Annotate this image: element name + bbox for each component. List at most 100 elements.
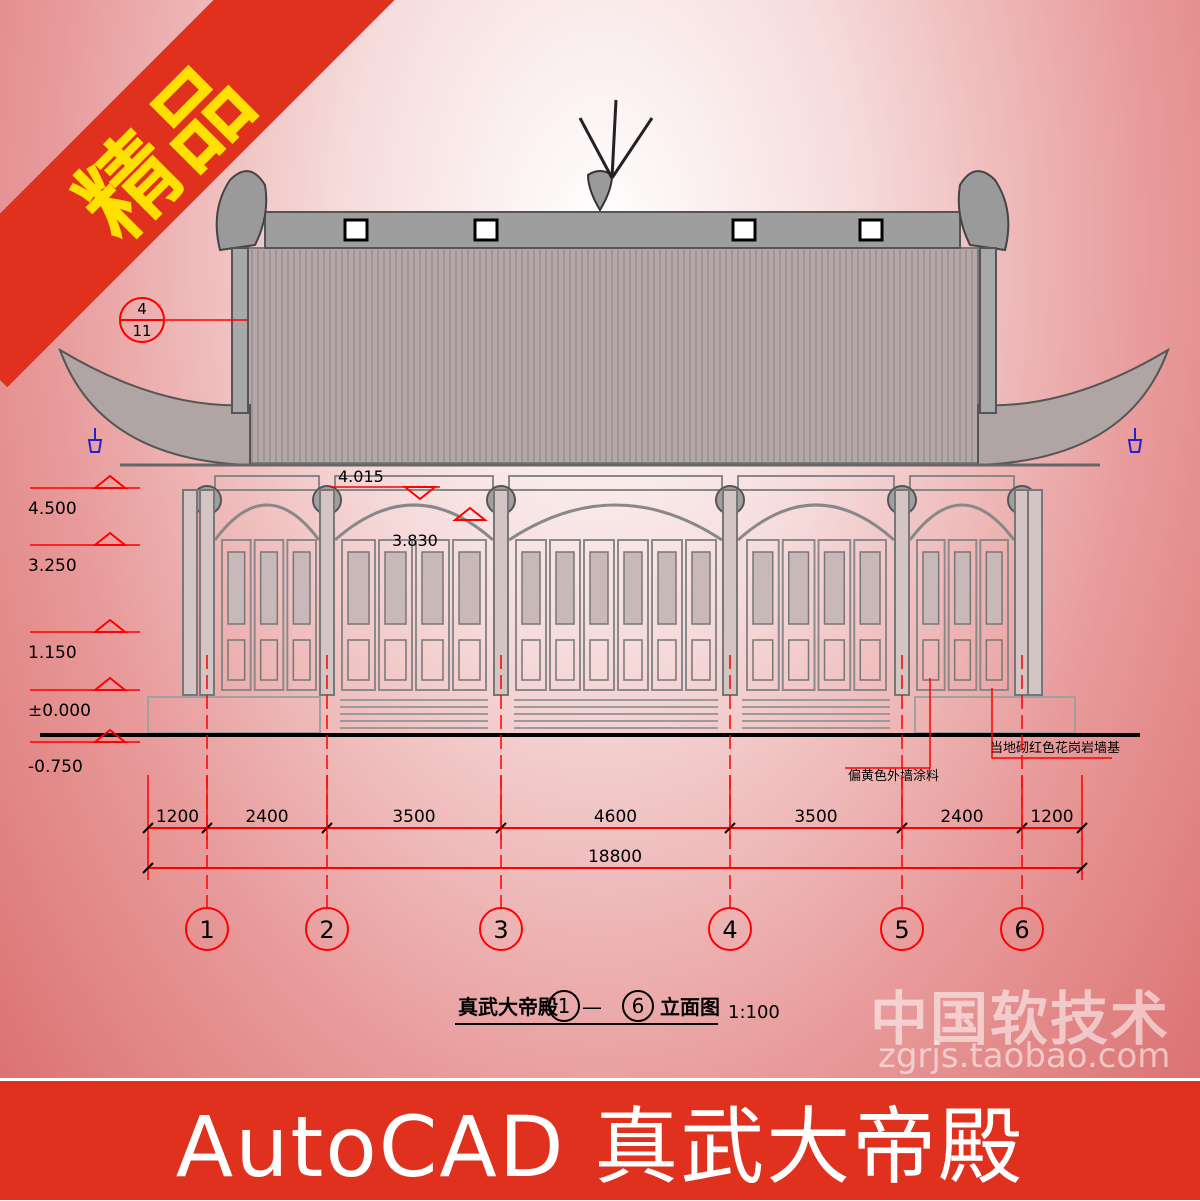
door-panel	[746, 539, 780, 691]
lintel-beam	[214, 475, 320, 491]
door-panel	[685, 539, 717, 691]
dimension-value: 3500	[794, 807, 837, 827]
door-panel	[253, 539, 285, 691]
drawing-title: 真武大帝殿 1 — 6 立面图 1:100	[455, 990, 780, 1025]
axis-label: 6	[1014, 916, 1029, 944]
columns	[182, 489, 1043, 696]
dimension-value: 2400	[940, 807, 983, 827]
axis-bubble	[880, 907, 924, 951]
door-panel	[617, 539, 649, 691]
elevation-triangle	[92, 618, 128, 633]
door-panel	[583, 539, 615, 691]
door-lattice	[292, 551, 311, 625]
elevation-triangle	[92, 474, 128, 489]
axis-label: 4	[722, 916, 737, 944]
dimension-tick	[142, 822, 154, 834]
door-skirt	[752, 639, 774, 681]
finial-spear	[610, 117, 654, 179]
bay-arch	[213, 503, 321, 541]
door-skirt	[953, 639, 972, 681]
roof-tile-lines	[251, 250, 973, 462]
note-leader	[845, 678, 931, 769]
door-skirt	[657, 639, 677, 681]
title-from: 1	[558, 994, 571, 1018]
material-notes: 偏黄色外墙涂料 当地砌红色花岗岩墙基	[845, 678, 1120, 784]
finial-spear	[610, 99, 618, 179]
roof	[58, 99, 1170, 467]
dimension-total: 18800	[588, 847, 642, 867]
title-axis-circle	[548, 990, 580, 1022]
elevation-triangle	[92, 676, 128, 691]
bell-right-icon	[1127, 428, 1143, 453]
door-skirt	[623, 639, 643, 681]
door-panel	[378, 539, 413, 691]
title-to: 6	[632, 994, 645, 1018]
elevation-label: 4.500	[28, 499, 77, 519]
door-lattice	[555, 551, 575, 625]
column	[1027, 489, 1043, 696]
door-panel	[817, 539, 852, 691]
base-wall-left	[147, 696, 321, 734]
dimension-value: 2400	[245, 807, 288, 827]
axis-bubble	[708, 907, 752, 951]
elevation-label-4015: 4.015	[338, 467, 384, 486]
door-panel	[549, 539, 581, 691]
base-wall-right	[914, 696, 1076, 734]
roof-tiles	[247, 247, 979, 464]
ridge-window	[731, 218, 757, 242]
door-skirt	[823, 639, 845, 681]
elevation-label: ±0.000	[28, 701, 91, 721]
title-suffix: 立面图	[660, 995, 720, 1019]
title-prefix: 真武大帝殿	[458, 995, 559, 1019]
door-skirt	[421, 639, 444, 681]
note-granite-base: 当地砌红色花岗岩墙基	[990, 740, 1120, 756]
door-panel	[415, 539, 450, 691]
dimension-value: 3500	[392, 807, 435, 827]
axis-label: 2	[319, 916, 334, 944]
elevation-triangle	[452, 506, 488, 521]
detail-ref-top: 4	[137, 300, 147, 318]
axis-bubble	[305, 907, 349, 951]
axis-label: 3	[493, 916, 508, 944]
door-lattice	[458, 551, 481, 625]
ridge-window	[858, 218, 884, 242]
stairs	[340, 699, 890, 729]
ridge-window	[473, 218, 499, 242]
lintel-beam	[909, 475, 1015, 491]
bay-arch	[908, 503, 1016, 541]
title-scale: 1:100	[728, 1002, 780, 1023]
door-lattice	[259, 551, 279, 625]
dimension-tick	[142, 862, 154, 874]
door-lattice	[347, 551, 370, 625]
door-skirt	[555, 639, 575, 681]
ridge-window	[343, 218, 369, 242]
axis-label: 1	[199, 916, 214, 944]
door-skirt	[259, 639, 279, 681]
bay-arch	[508, 503, 723, 542]
door-panel	[221, 539, 252, 691]
door-skirt	[347, 639, 370, 681]
door-skirt	[589, 639, 609, 681]
title-dash: —	[582, 995, 602, 1019]
door-skirt	[788, 639, 810, 681]
lintel-beam	[508, 475, 723, 491]
door-skirt	[458, 639, 481, 681]
door-skirt	[292, 639, 311, 681]
dimension-value: 1200	[1030, 807, 1073, 827]
door-lattice	[657, 551, 677, 625]
door-lattice	[985, 551, 1003, 625]
door-panel	[853, 539, 887, 691]
dimension-value: 4600	[594, 807, 637, 827]
watermark-title: 中国软技术	[870, 985, 1171, 1053]
door-panel	[515, 539, 547, 691]
axis-bubble	[1000, 907, 1044, 951]
door-skirt	[521, 639, 541, 681]
banner-title: AutoCAD 真武大帝殿	[175, 1098, 1025, 1196]
axis-bubble	[185, 907, 229, 951]
door-lattice	[859, 551, 881, 625]
door-skirt	[227, 639, 246, 681]
dimension-tick	[1076, 862, 1088, 874]
